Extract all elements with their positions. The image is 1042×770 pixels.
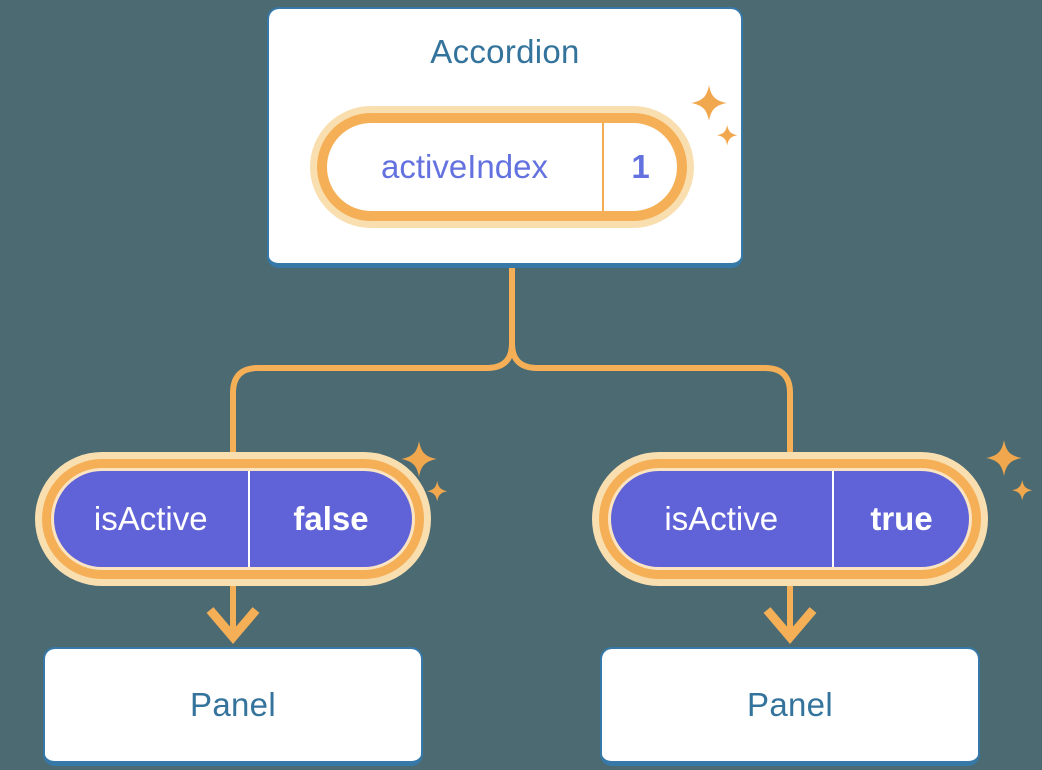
panel-title: Panel bbox=[190, 686, 276, 723]
prop-name-label: isActive bbox=[664, 500, 779, 537]
prop-pill-isactive-false: isActive false bbox=[54, 471, 412, 567]
state-value: 1 bbox=[631, 148, 650, 185]
sparkle-icon bbox=[986, 440, 1033, 501]
prop-value: true bbox=[870, 500, 933, 537]
state-name-label: activeIndex bbox=[381, 148, 548, 185]
panel-component-box-right: Panel bbox=[600, 647, 980, 766]
pill-divider bbox=[247, 471, 250, 567]
pill-divider bbox=[602, 123, 604, 211]
prop-name-label: isActive bbox=[93, 500, 208, 537]
accordion-title: Accordion bbox=[430, 33, 580, 70]
sparkle-icon bbox=[401, 441, 448, 502]
panel-title: Panel bbox=[747, 686, 833, 723]
prop-pill-isactive-true: isActive true bbox=[611, 471, 969, 567]
pill-divider bbox=[831, 471, 834, 567]
panel-component-box-left: Panel bbox=[43, 647, 423, 766]
state-pill-activeindex: activeIndex 1 bbox=[327, 123, 677, 211]
accordion-component-box: Accordion activeIndex 1 bbox=[267, 7, 743, 268]
prop-value: false bbox=[293, 500, 369, 537]
sparkle-icon bbox=[691, 85, 738, 146]
